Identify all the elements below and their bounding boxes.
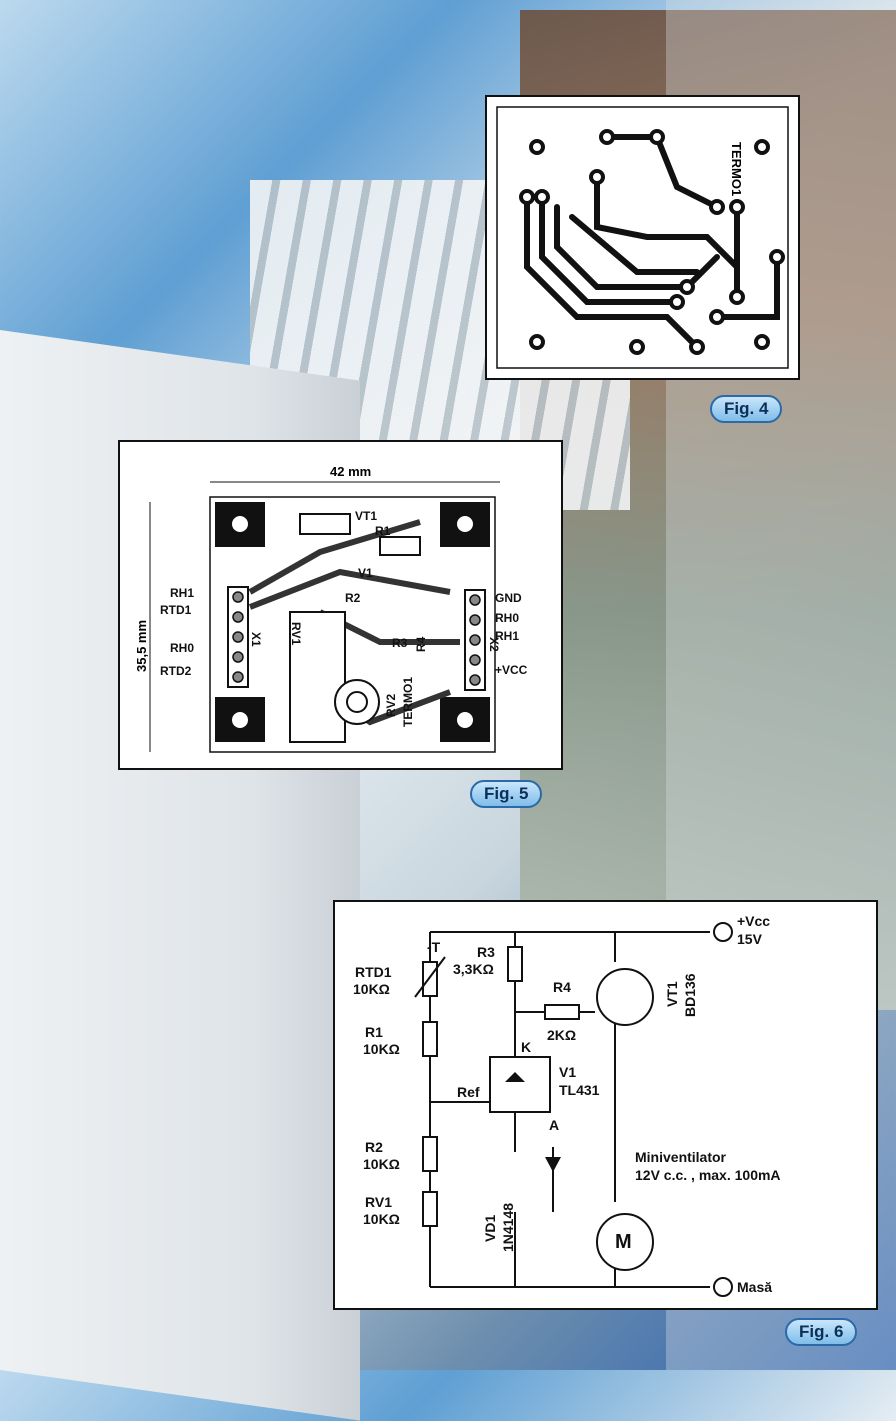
fig5-silk-r2: R2 <box>345 591 361 605</box>
fig4-pcb-svg: TERMO1 <box>496 106 789 369</box>
fig6-rv1: RV1 <box>365 1194 392 1210</box>
fig5-component-layout: 42 mm 35,5 mm RH1 RTD1 RH0 R <box>118 440 563 770</box>
fig6-r4: R4 <box>553 979 571 995</box>
fig6-minus-t: -T <box>427 939 441 955</box>
fig6-vt1: VT1 <box>664 981 680 1007</box>
fig5-height-dim: 35,5 mm <box>134 620 149 672</box>
fig6-ground: Masă <box>737 1279 772 1295</box>
fig5-right-label-0: GND <box>495 591 522 605</box>
fig6-vd1: VD1 <box>482 1215 498 1242</box>
fig4-tag: Fig. 4 <box>710 395 783 423</box>
fig5-left-label-3: RTD2 <box>160 664 192 678</box>
fig6-vt1-value: BD136 <box>682 973 698 1017</box>
fig5-left-label-2: RH0 <box>170 641 194 655</box>
fig6-r3-value: 3,3KΩ <box>453 961 494 977</box>
fig6-k: K <box>521 1039 531 1055</box>
fig5-silk-r4: R4 <box>414 636 428 652</box>
fig5-silk-rv2: RV2 <box>384 694 398 717</box>
fig6-v1: V1 <box>559 1064 576 1080</box>
fig6-r1: R1 <box>365 1024 383 1040</box>
fig6-r2: R2 <box>365 1139 383 1155</box>
fig6-rv1-value: 10KΩ <box>363 1211 400 1227</box>
fig5-right-label-1: RH0 <box>495 611 519 625</box>
fig5-width-dim: 42 mm <box>330 464 371 479</box>
fig6-vcc: +Vcc <box>737 913 770 929</box>
fig6-ref: Ref <box>457 1084 480 1100</box>
fig6-r2-value: 10KΩ <box>363 1156 400 1172</box>
fig6-svg: +Vcc 15V -T RTD1 10KΩ R3 3,3KΩ R4 2KΩ VT… <box>353 913 781 1297</box>
fig5-silk-x2: X2 <box>487 637 501 652</box>
fig6-v1-value: TL431 <box>559 1082 600 1098</box>
fig5-tag: Fig. 5 <box>470 780 543 808</box>
fig5-silk-rv1: RV1 <box>289 622 303 645</box>
fig4-termo-label: TERMO1 <box>729 142 744 196</box>
fig5-left-label-1: RTD1 <box>160 603 192 617</box>
fig6-fan: Miniventilator <box>635 1149 727 1165</box>
fig6-tag: Fig. 6 <box>785 1318 858 1346</box>
fig5-silk-termo: TERMO1 <box>401 677 415 727</box>
fig5-silk-vt1: VT1 <box>355 509 377 523</box>
fig6-rtd1: RTD1 <box>355 964 392 980</box>
fig6-fan-spec: 12V c.c. , max. 100mA <box>635 1167 781 1183</box>
fig6-r3: R3 <box>477 944 495 960</box>
fig6-motor-m: M <box>615 1231 632 1253</box>
fig5-left-label-0: RH1 <box>170 586 194 600</box>
fig6-r4-value: 2KΩ <box>547 1027 576 1043</box>
fig5-right-label-2: RH1 <box>495 629 519 643</box>
fig6-rtd1-value: 10KΩ <box>353 981 390 997</box>
fig5-silk-x1: X1 <box>249 632 263 647</box>
fig6-vd1-value: 1N4148 <box>500 1203 516 1252</box>
fig5-svg: 42 mm 35,5 mm RH1 RTD1 RH0 R <box>134 464 528 753</box>
fig4-pcb-layout: TERMO1 <box>485 95 800 380</box>
fig6-vcc-value: 15V <box>737 931 763 947</box>
fig5-right-label-3: +VCC <box>495 663 528 677</box>
fig6-a: A <box>549 1117 559 1133</box>
fig5-silk-v1: V1 <box>358 566 373 580</box>
fig6-schematic: +Vcc 15V -T RTD1 10KΩ R3 3,3KΩ R4 2KΩ VT… <box>333 900 878 1310</box>
fig6-r1-value: 10KΩ <box>363 1041 400 1057</box>
fig5-silk-r1: R1 <box>375 524 391 538</box>
fig5-silk-r3: R3 <box>392 636 408 650</box>
